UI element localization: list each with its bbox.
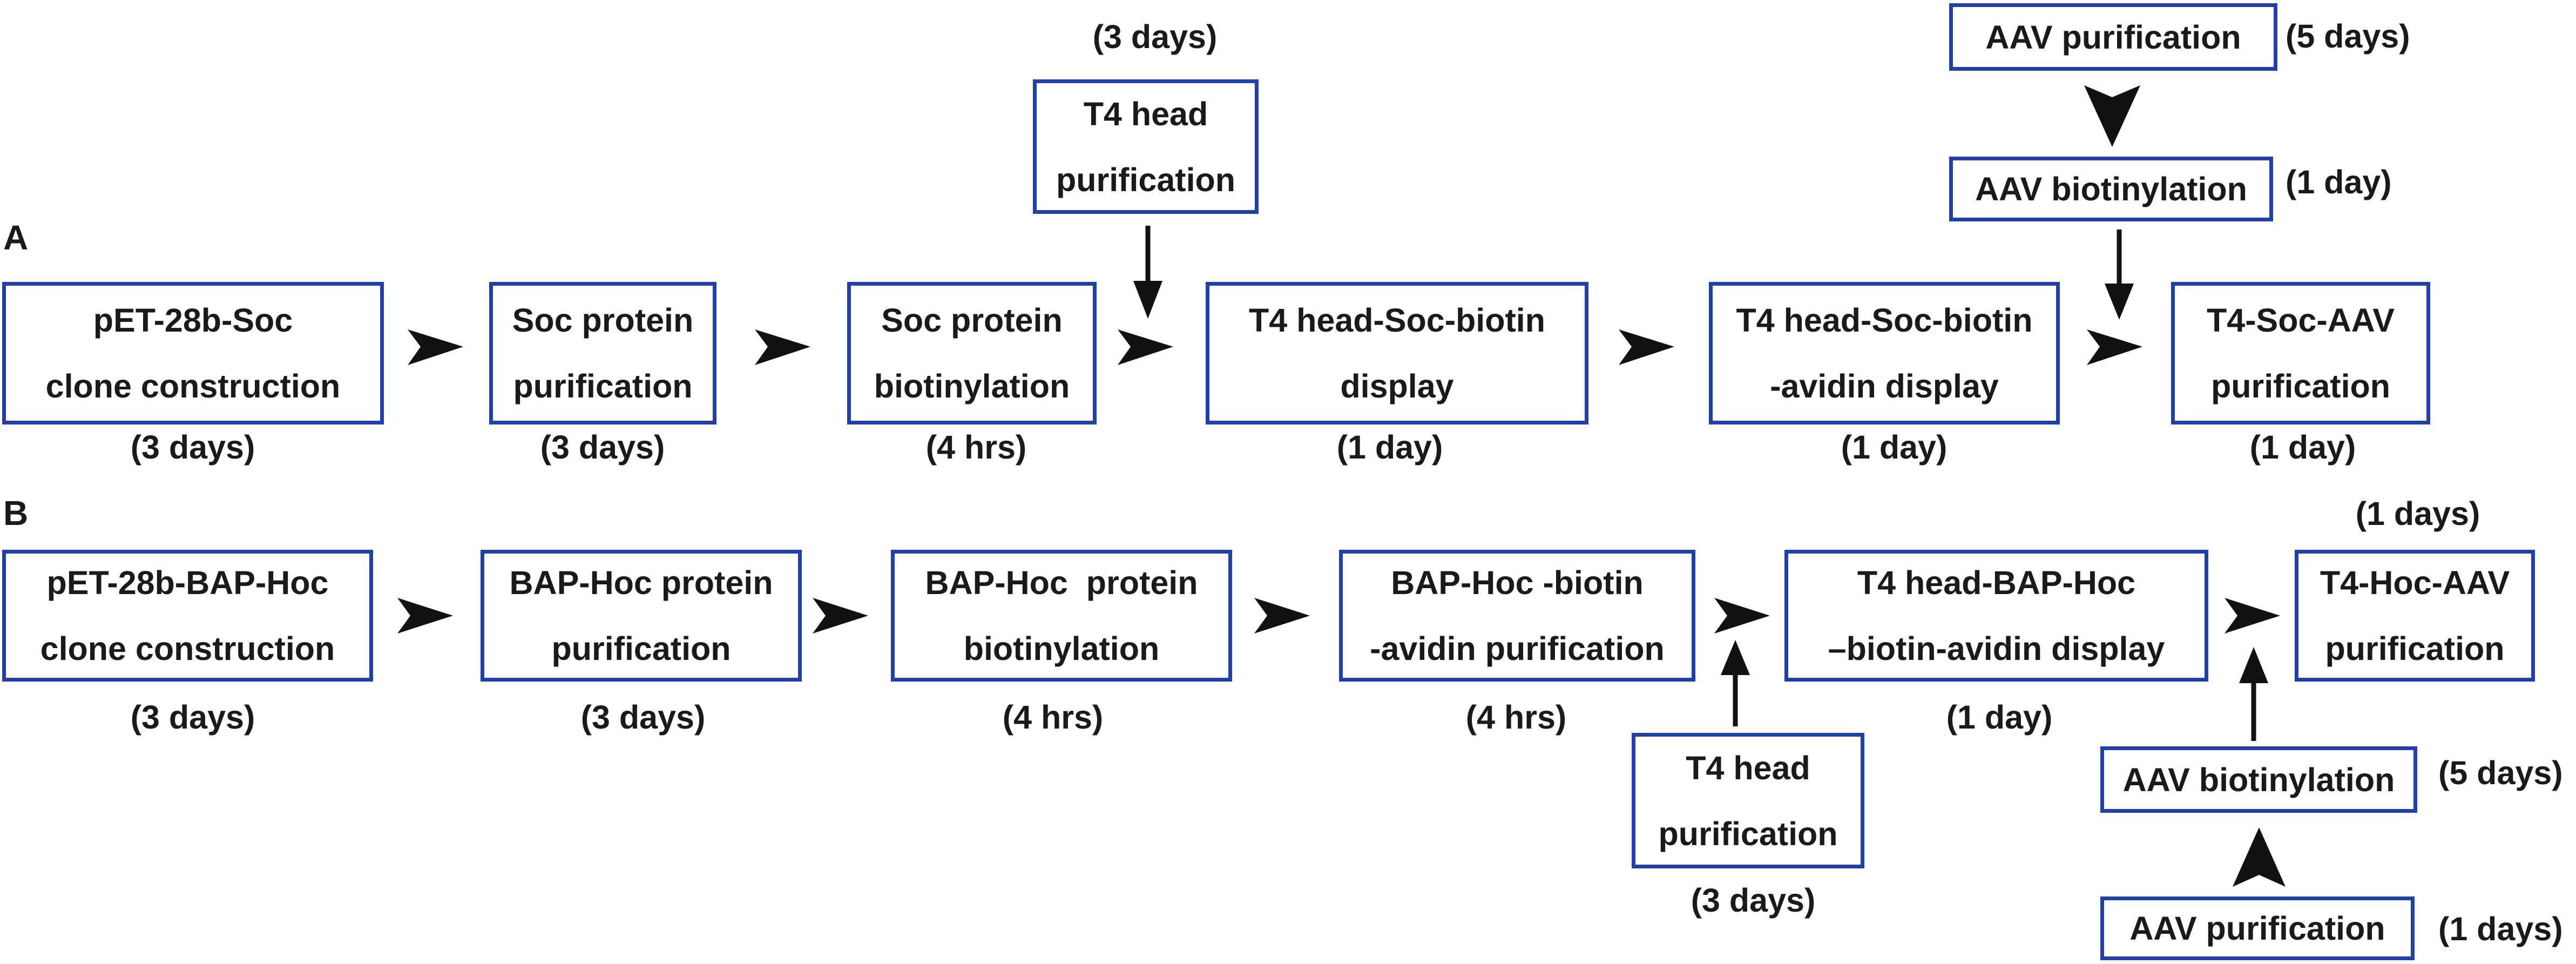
step-b2-duration: (3 days) — [580, 699, 706, 736]
step-b5-t4-head-bap-hoc-biotin-avidin-display: T4 head-BAP-Hoc –biotin-avidin display — [1784, 550, 2208, 682]
arrow-b1-to-b2 — [397, 598, 453, 633]
arrow-a-aav-purif-to-biotin — [2084, 85, 2140, 147]
step-a2-duration: (3 days) — [540, 429, 665, 466]
side-b-aav-biotinylation: AAV biotinylation — [2100, 746, 2417, 813]
arrow-a4-to-a5 — [1619, 329, 1674, 365]
step-b2-line-1: BAP-Hoc protein — [509, 564, 773, 601]
step-a3-soc-protein-biotinylation: Soc protein biotinylation — [847, 282, 1097, 424]
arrow-b-aav-purif-to-biotin — [2233, 827, 2286, 887]
side-a-t4-head-line-1: T4 head — [1083, 95, 1208, 132]
side-b-t4-head-line-2: purification — [1658, 815, 1838, 852]
step-a3-line-1: Soc protein — [881, 302, 1063, 339]
side-a-t4-head-duration: (3 days) — [1092, 18, 1218, 55]
step-a5-t4-head-soc-biotin-avidin-display: T4 head-Soc-biotin -avidin display — [1709, 282, 2060, 424]
step-b3-duration: (4 hrs) — [1002, 699, 1104, 736]
step-a6-t4-soc-aav-purification: T4-Soc-AAV purification — [2171, 282, 2430, 424]
panel-b-label: B — [3, 494, 29, 532]
step-b4-bap-hoc-biotin-avidin-purification: BAP-Hoc -biotin -avidin purification — [1339, 550, 1695, 682]
side-b-aav-biotinylation-text: AAV biotinylation — [2122, 761, 2395, 798]
step-a3-line-2: biotinylation — [874, 368, 1070, 405]
step-b2-bap-hoc-protein-purification: BAP-Hoc protein purification — [481, 550, 802, 682]
arrow-b3-to-b4 — [1254, 598, 1310, 633]
side-b-aav-purification-text: AAV purification — [2129, 910, 2385, 947]
arrow-b-t4-head-head — [1721, 640, 1750, 675]
side-b-aav-purification: AAV purification — [2100, 896, 2415, 960]
side-a-t4-head-line-2: purification — [1056, 161, 1236, 198]
side-b-t4-head-purification: T4 head purification — [1632, 733, 1864, 868]
side-a-aav-biotinylation: AAV biotinylation — [1949, 157, 2273, 221]
step-b4-duration: (4 hrs) — [1465, 699, 1567, 736]
side-b-t4-head-line-1: T4 head — [1686, 749, 1810, 786]
step-a5-line-2: -avidin display — [1770, 368, 1999, 405]
arrow-a2-to-a3 — [755, 329, 810, 365]
step-b4-line-1: BAP-Hoc -biotin — [1391, 564, 1644, 601]
step-b3-bap-hoc-protein-biotinylation: BAP-Hoc protein biotinylation — [891, 550, 1232, 682]
step-a1-duration: (3 days) — [130, 429, 255, 466]
arrow-a5-to-a6 — [2087, 329, 2142, 365]
step-a6-duration: (1 day) — [2249, 429, 2356, 466]
side-a-t4-head-purification: T4 head purification — [1033, 79, 1259, 214]
arrow-b2-to-b3 — [813, 598, 868, 633]
arrow-b-aav-biotin-head — [2239, 647, 2268, 683]
side-a-aav-purification-duration: (5 days) — [2286, 18, 2410, 55]
arrow-a3-to-a4 — [1118, 329, 1173, 365]
step-a5-duration: (1 day) — [1841, 429, 1948, 466]
step-a2-soc-protein-purification: Soc protein purification — [489, 282, 716, 424]
step-a4-t4-head-soc-biotin-display: T4 head-Soc-biotin display — [1206, 282, 1588, 424]
arrow-b4-to-b5 — [1714, 598, 1770, 633]
arrow-a1-to-a2 — [408, 329, 463, 365]
step-a6-line-1: T4-Soc-AAV — [2207, 302, 2395, 339]
step-a4-line-1: T4 head-Soc-biotin — [1249, 302, 1545, 339]
step-a1-line-2: clone construction — [45, 368, 341, 405]
arrow-a-t4-head-head — [1133, 281, 1162, 319]
step-a6-line-2: purification — [2210, 368, 2391, 405]
side-a-aav-biotinylation-text: AAV biotinylation — [1975, 171, 2247, 207]
step-b5-duration: (1 day) — [1946, 699, 2053, 736]
step-b5-line-1: T4 head-BAP-Hoc — [1857, 564, 2136, 601]
step-b6-t4-hoc-aav-purification: T4-Hoc-AAV purification — [2295, 550, 2535, 682]
step-b6-line-2: purification — [2325, 630, 2505, 667]
step-b1-duration: (3 days) — [130, 699, 255, 736]
step-b5-line-2: –biotin-avidin display — [1828, 630, 2165, 667]
step-a4-duration: (1 day) — [1336, 429, 1443, 466]
step-a4-line-2: display — [1340, 368, 1454, 405]
step-b2-line-2: purification — [551, 630, 731, 667]
side-b-aav-purification-duration: (1 days) — [2438, 911, 2563, 947]
step-b3-line-1: BAP-Hoc protein — [925, 564, 1198, 601]
arrow-b5-to-b6 — [2225, 598, 2280, 633]
step-b1-line-1: pET-28b-BAP-Hoc — [46, 564, 329, 601]
side-b-t4-head-duration: (3 days) — [1691, 882, 1816, 919]
step-b3-line-2: biotinylation — [963, 630, 1160, 667]
step-b6-line-1: T4-Hoc-AAV — [2320, 564, 2510, 601]
step-a3-duration: (4 hrs) — [925, 429, 1027, 466]
step-b1-bap-hoc-clone-construction: pET-28b-BAP-Hoc clone construction — [2, 550, 373, 682]
side-a-aav-purification-text: AAV purification — [1985, 18, 2241, 56]
step-b6-duration: (1 days) — [2355, 495, 2480, 532]
side-b-aav-biotinylation-duration: (5 days) — [2438, 754, 2563, 791]
step-a1-line-1: pET-28b-Soc — [93, 302, 293, 339]
step-b1-line-2: clone construction — [40, 630, 335, 667]
panel-a-label: A — [3, 218, 29, 257]
step-b4-line-2: -avidin purification — [1370, 630, 1665, 667]
step-a2-line-1: Soc protein — [512, 302, 694, 339]
step-a2-line-2: purification — [513, 368, 693, 405]
step-a1-soc-clone-construction: pET-28b-Soc clone construction — [2, 282, 384, 424]
step-a5-line-1: T4 head-Soc-biotin — [1736, 302, 2033, 339]
side-a-aav-purification: AAV purification — [1949, 3, 2277, 71]
side-a-aav-biotinylation-duration: (1 day) — [2286, 164, 2392, 200]
arrow-a-aav-biotin-head — [2105, 284, 2134, 320]
